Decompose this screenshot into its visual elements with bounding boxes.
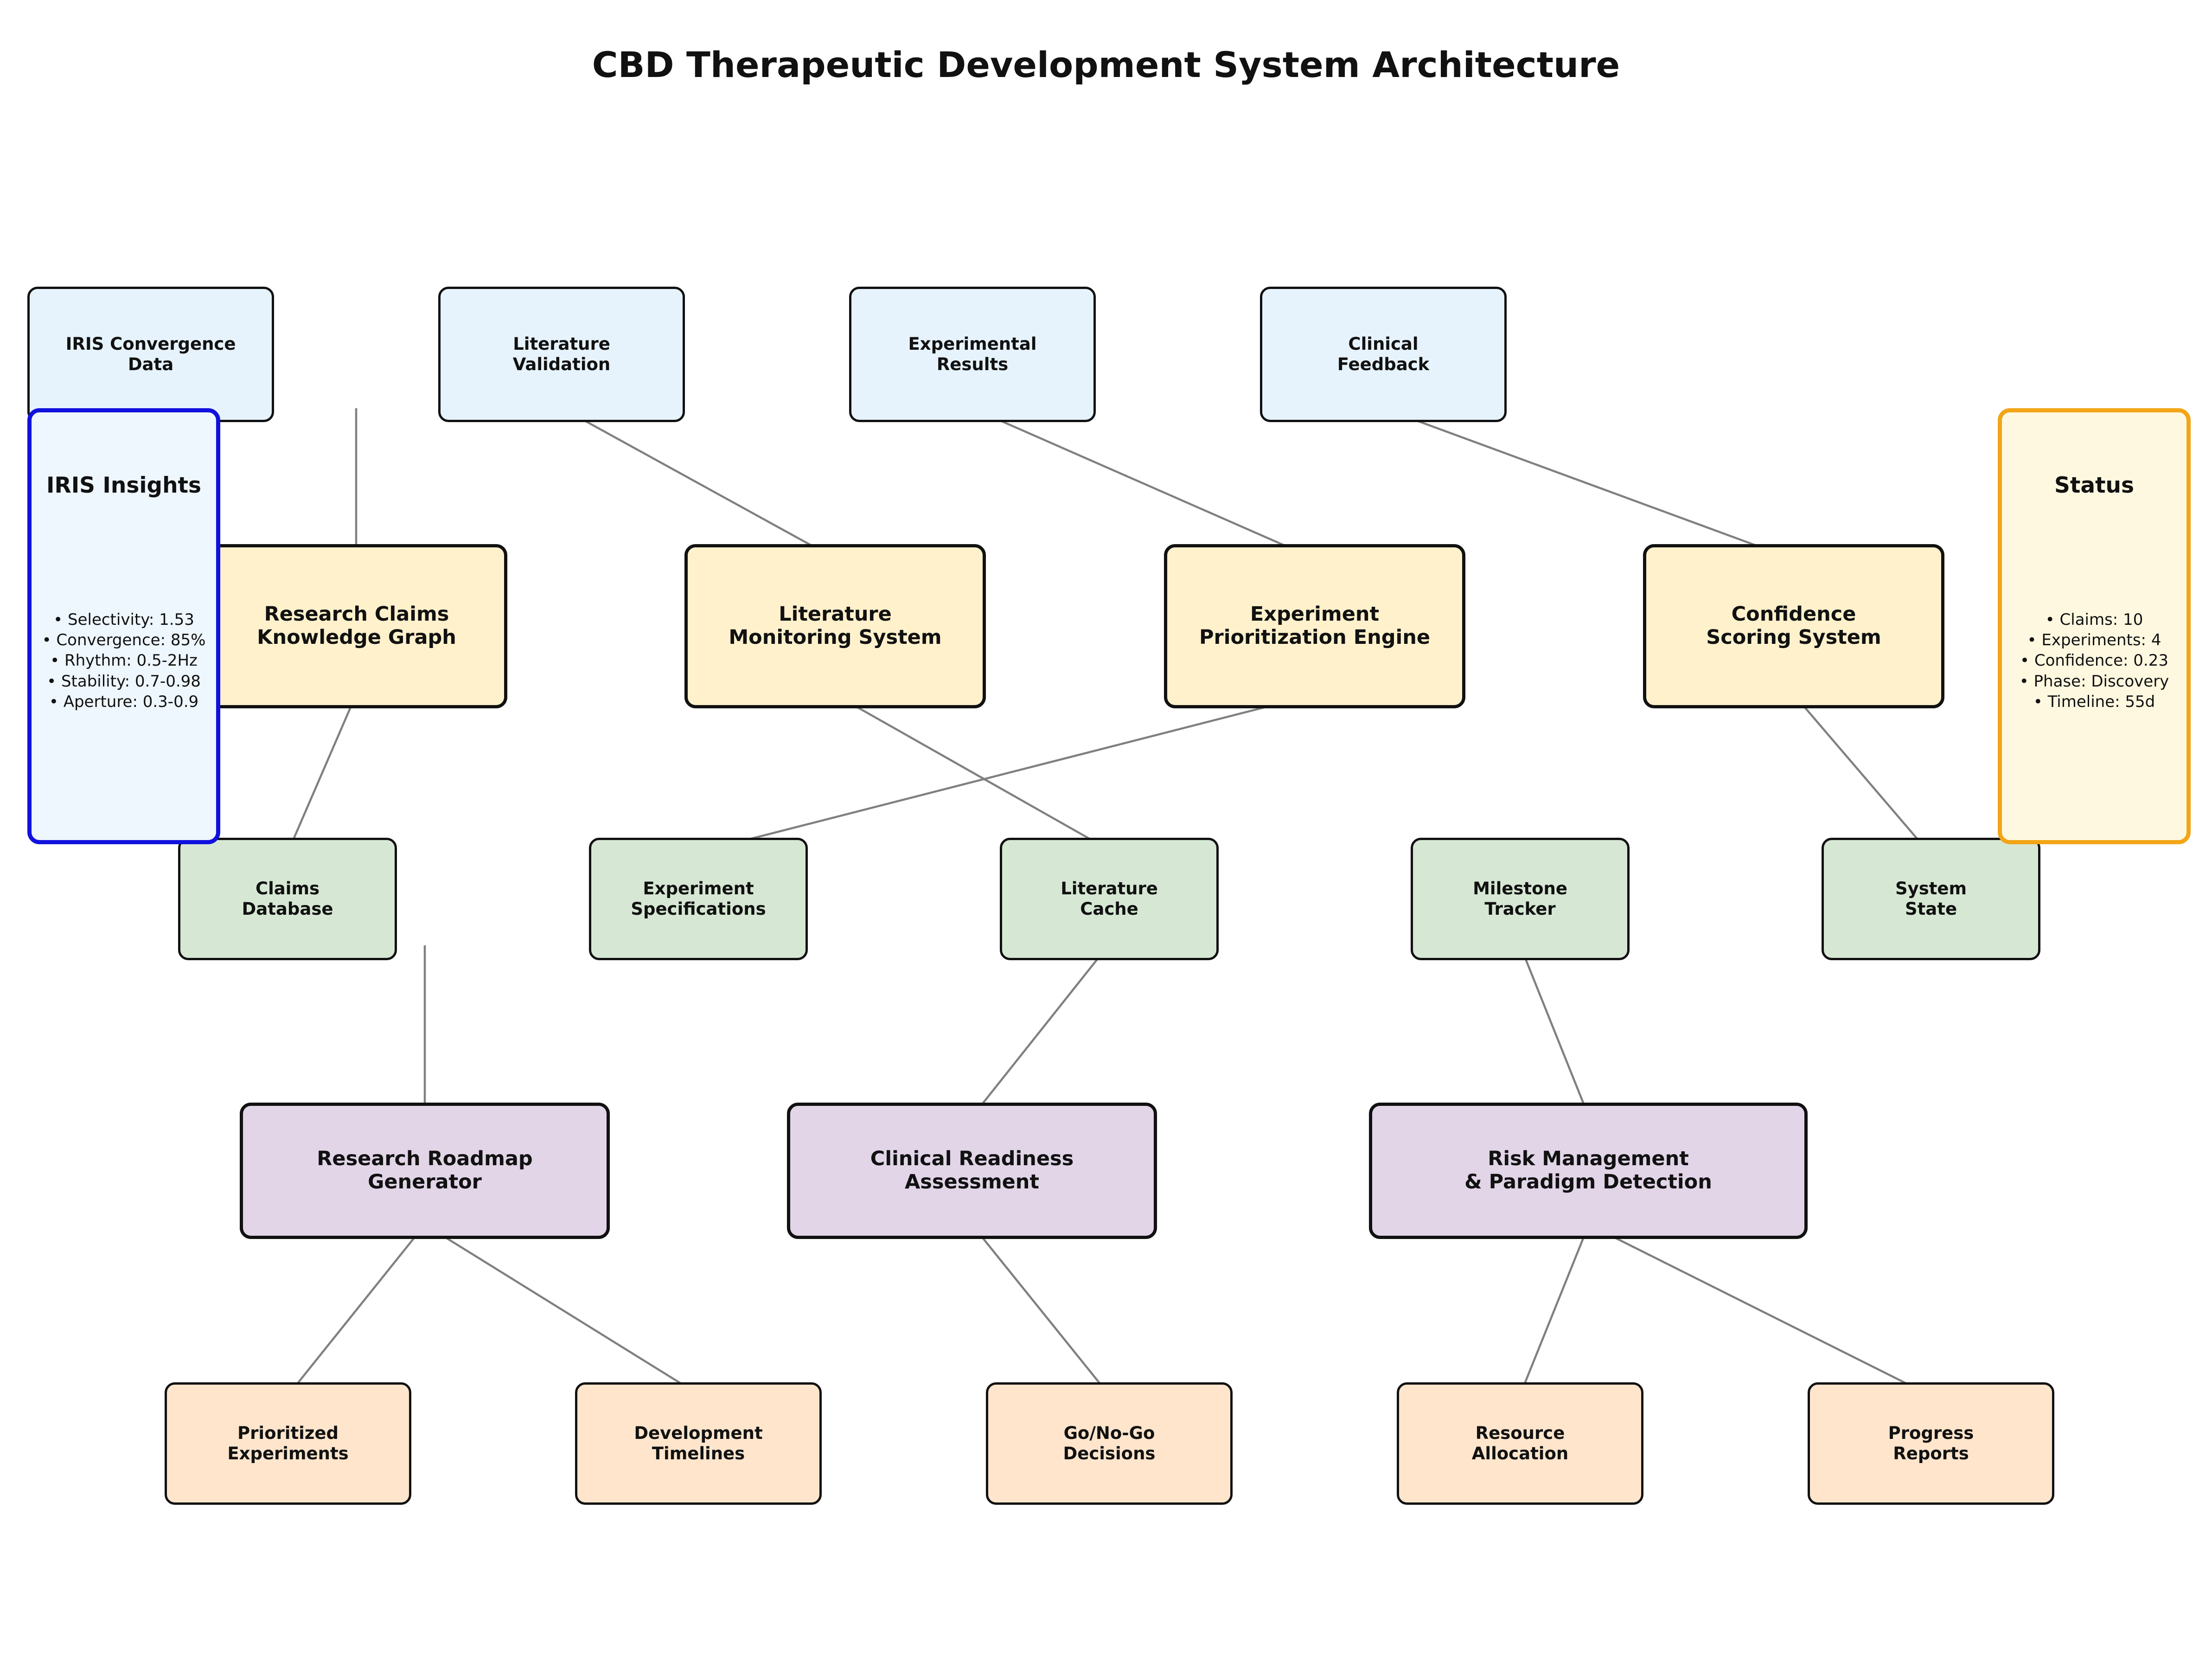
iris-insights-panel: IRIS Insights • Selectivity: 1.53 • Conv… [27,408,220,844]
insight-rhythm: • Rhythm: 0.5-2Hz [50,651,198,670]
edge-roadmap-to-prioritized [280,1224,426,1406]
status-heading: Status [2054,473,2134,498]
core-confidence-scoring-system: Confidence Scoring System [1643,544,1944,708]
status-timeline: • Timeline: 55d [2033,692,2155,711]
iris-insights-heading: IRIS Insights [46,473,201,498]
status-experiments: • Experiments: 4 [2027,631,2161,650]
core-research-claims-knowledge-graph: Research Claims Knowledge Graph [206,544,507,708]
output-resource-allocation: Resource Allocation [1397,1382,1643,1505]
edge-risk-to-resource [1514,1224,1590,1408]
analysis-risk-management: Risk Management & Paradigm Detection [1369,1103,1808,1239]
insight-aperture: • Aperture: 0.3-0.9 [49,692,199,711]
edge-claims-graph-to-db [281,694,358,865]
insight-stability: • Stability: 0.7-0.98 [47,672,201,691]
output-go-no-go-decisions: Go/No-Go Decisions [986,1382,1233,1505]
analysis-research-roadmap-generator: Research Roadmap Generator [240,1103,610,1239]
output-progress-reports: Progress Reports [1808,1382,2054,1505]
edge-prioritization-to-specs [683,693,1316,859]
store-claims-database: Claims Database [178,838,397,960]
status-list: • Claims: 10 • Experiments: 4 • Confiden… [2002,610,2186,712]
status-confidence: • Confidence: 0.23 [2020,651,2168,670]
core-literature-monitoring-system: Literature Monitoring System [684,544,986,708]
store-experiment-specifications: Experiment Specifications [589,838,808,960]
insight-convergence: • Convergence: 85% [42,631,206,650]
output-development-timelines: Development Timelines [575,1382,822,1505]
input-iris-convergence-data: IRIS Convergence Data [27,287,274,422]
input-literature-validation: Literature Validation [438,287,685,422]
input-experimental-results: Experimental Results [849,287,1096,422]
core-experiment-prioritization-engine: Experiment Prioritization Engine [1164,544,1465,708]
edge-litmon-to-cache [834,693,1122,858]
output-prioritized-experiments: Prioritized Experiments [165,1382,411,1505]
edge-cache-to-readiness [964,944,1109,1127]
insight-selectivity: • Selectivity: 1.53 [53,610,194,629]
diagram-title: CBD Therapeutic Development System Archi… [592,44,1620,85]
store-literature-cache: Literature Cache [1000,838,1219,960]
edge-milestone-to-risk [1519,945,1595,1130]
status-panel: Status • Claims: 10 • Experiments: 4 • C… [1998,408,2191,844]
input-clinical-feedback: Clinical Feedback [1260,287,1507,422]
status-claims: • Claims: 10 [2045,610,2143,629]
edge-readiness-to-gonogo [971,1224,1119,1406]
analysis-clinical-readiness-assessment: Clinical Readiness Assessment [787,1103,1157,1239]
edge-clinical-to-confidence [1382,407,1808,566]
iris-insights-list: • Selectivity: 1.53 • Convergence: 85% •… [32,610,216,712]
edge-litval-to-litmon [561,407,850,567]
edge-roadmap-to-timelines [424,1224,711,1403]
edge-risk-to-progress [1588,1223,1944,1403]
edge-confidence-to-state [1793,693,1937,862]
store-milestone-tracker: Milestone Tracker [1411,838,1630,960]
store-system-state: System State [1822,838,2040,960]
status-phase: • Phase: Discovery [2019,672,2169,691]
edge-expres-to-prioritization [972,407,1330,566]
